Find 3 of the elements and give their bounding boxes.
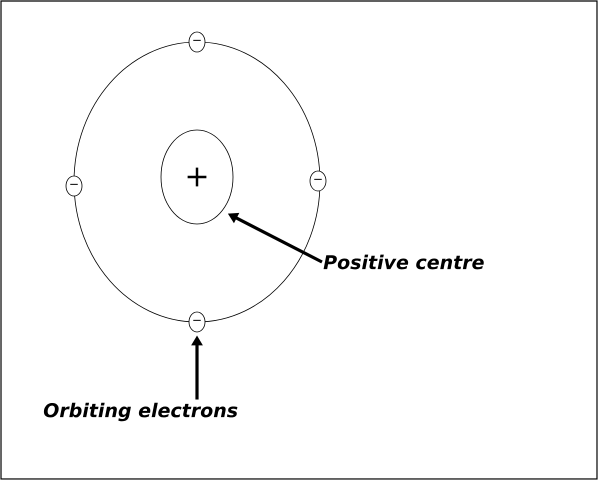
callout-label: Positive centre	[324, 254, 484, 270]
orbit-ellipse	[74, 42, 320, 322]
callout-label: Orbiting electrons	[44, 402, 238, 422]
